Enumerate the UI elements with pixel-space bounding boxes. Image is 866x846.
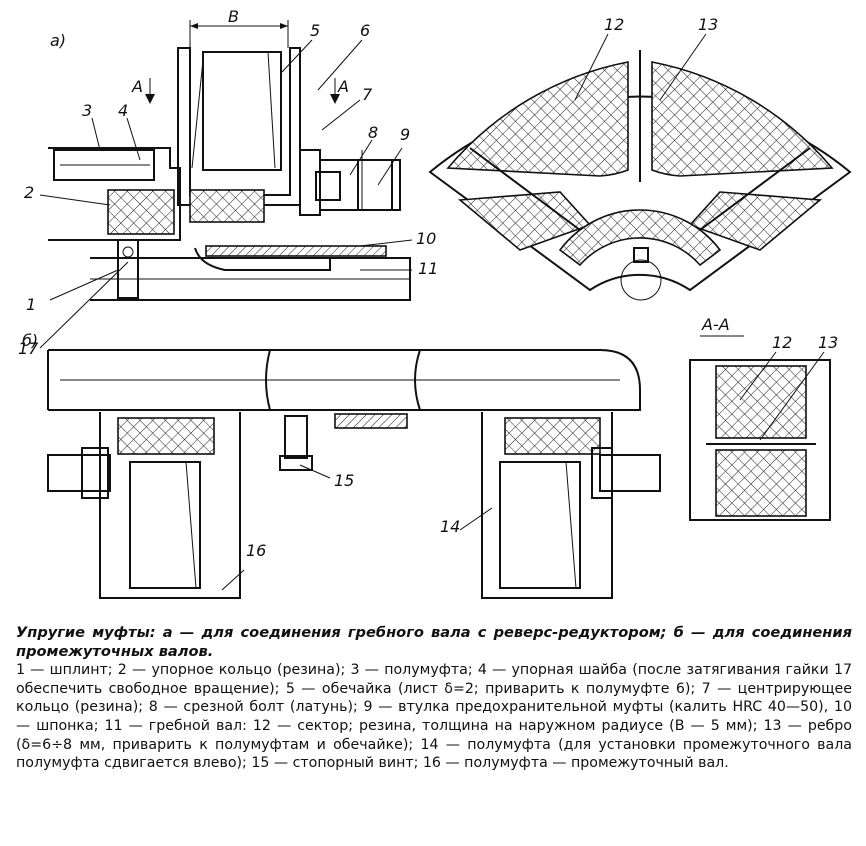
part-label-8: 8 [368, 123, 378, 142]
part-label-4: 4 [118, 101, 128, 120]
caption-title: Упругие муфты: а — для соединения гребно… [16, 624, 852, 660]
part-label-17: 17 [18, 339, 39, 358]
subfig-a-label: а) [50, 31, 66, 50]
part-label-10: 10 [416, 229, 436, 248]
part-label-3: 3 [82, 101, 92, 120]
part-label-14: 14 [440, 517, 460, 536]
sector-view [428, 33, 852, 301]
subfig-b-label: б) [22, 331, 38, 350]
section-aa [689, 335, 831, 521]
figure-labels: а) б) B А А А-А 1 2 3 4 5 6 7 8 9 10 11 … [18, 7, 838, 560]
part-label-5: 5 [310, 21, 320, 40]
section-mark-left: А [131, 77, 143, 96]
part-label-2: 2 [24, 183, 34, 202]
caption-legend: 1 — шплинт; 2 — упорное кольцо (резина);… [16, 662, 852, 772]
view-b [47, 349, 661, 599]
part-label-11: 11 [418, 259, 438, 278]
part-label-15: 15 [334, 471, 354, 490]
dimension-b-label: B [228, 7, 239, 26]
part-label-12: 12 [604, 15, 624, 34]
part-label-16: 16 [246, 541, 266, 560]
part-label-9: 9 [400, 125, 410, 144]
section-title: А-А [701, 315, 730, 334]
part-label-12-section: 12 [772, 333, 792, 352]
figure-caption: Упругие муфты: а — для соединения гребно… [16, 624, 852, 773]
view-a [39, 20, 413, 349]
part-label-7: 7 [362, 85, 373, 104]
part-label-13: 13 [698, 15, 718, 34]
coupling-drawing: а) б) B А А А-А 1 2 3 4 5 6 7 8 9 10 11 … [18, 7, 852, 599]
section-mark-right: А [337, 77, 349, 96]
part-label-13-section: 13 [818, 333, 838, 352]
part-label-1: 1 [26, 295, 36, 314]
part-label-6: 6 [360, 21, 370, 40]
